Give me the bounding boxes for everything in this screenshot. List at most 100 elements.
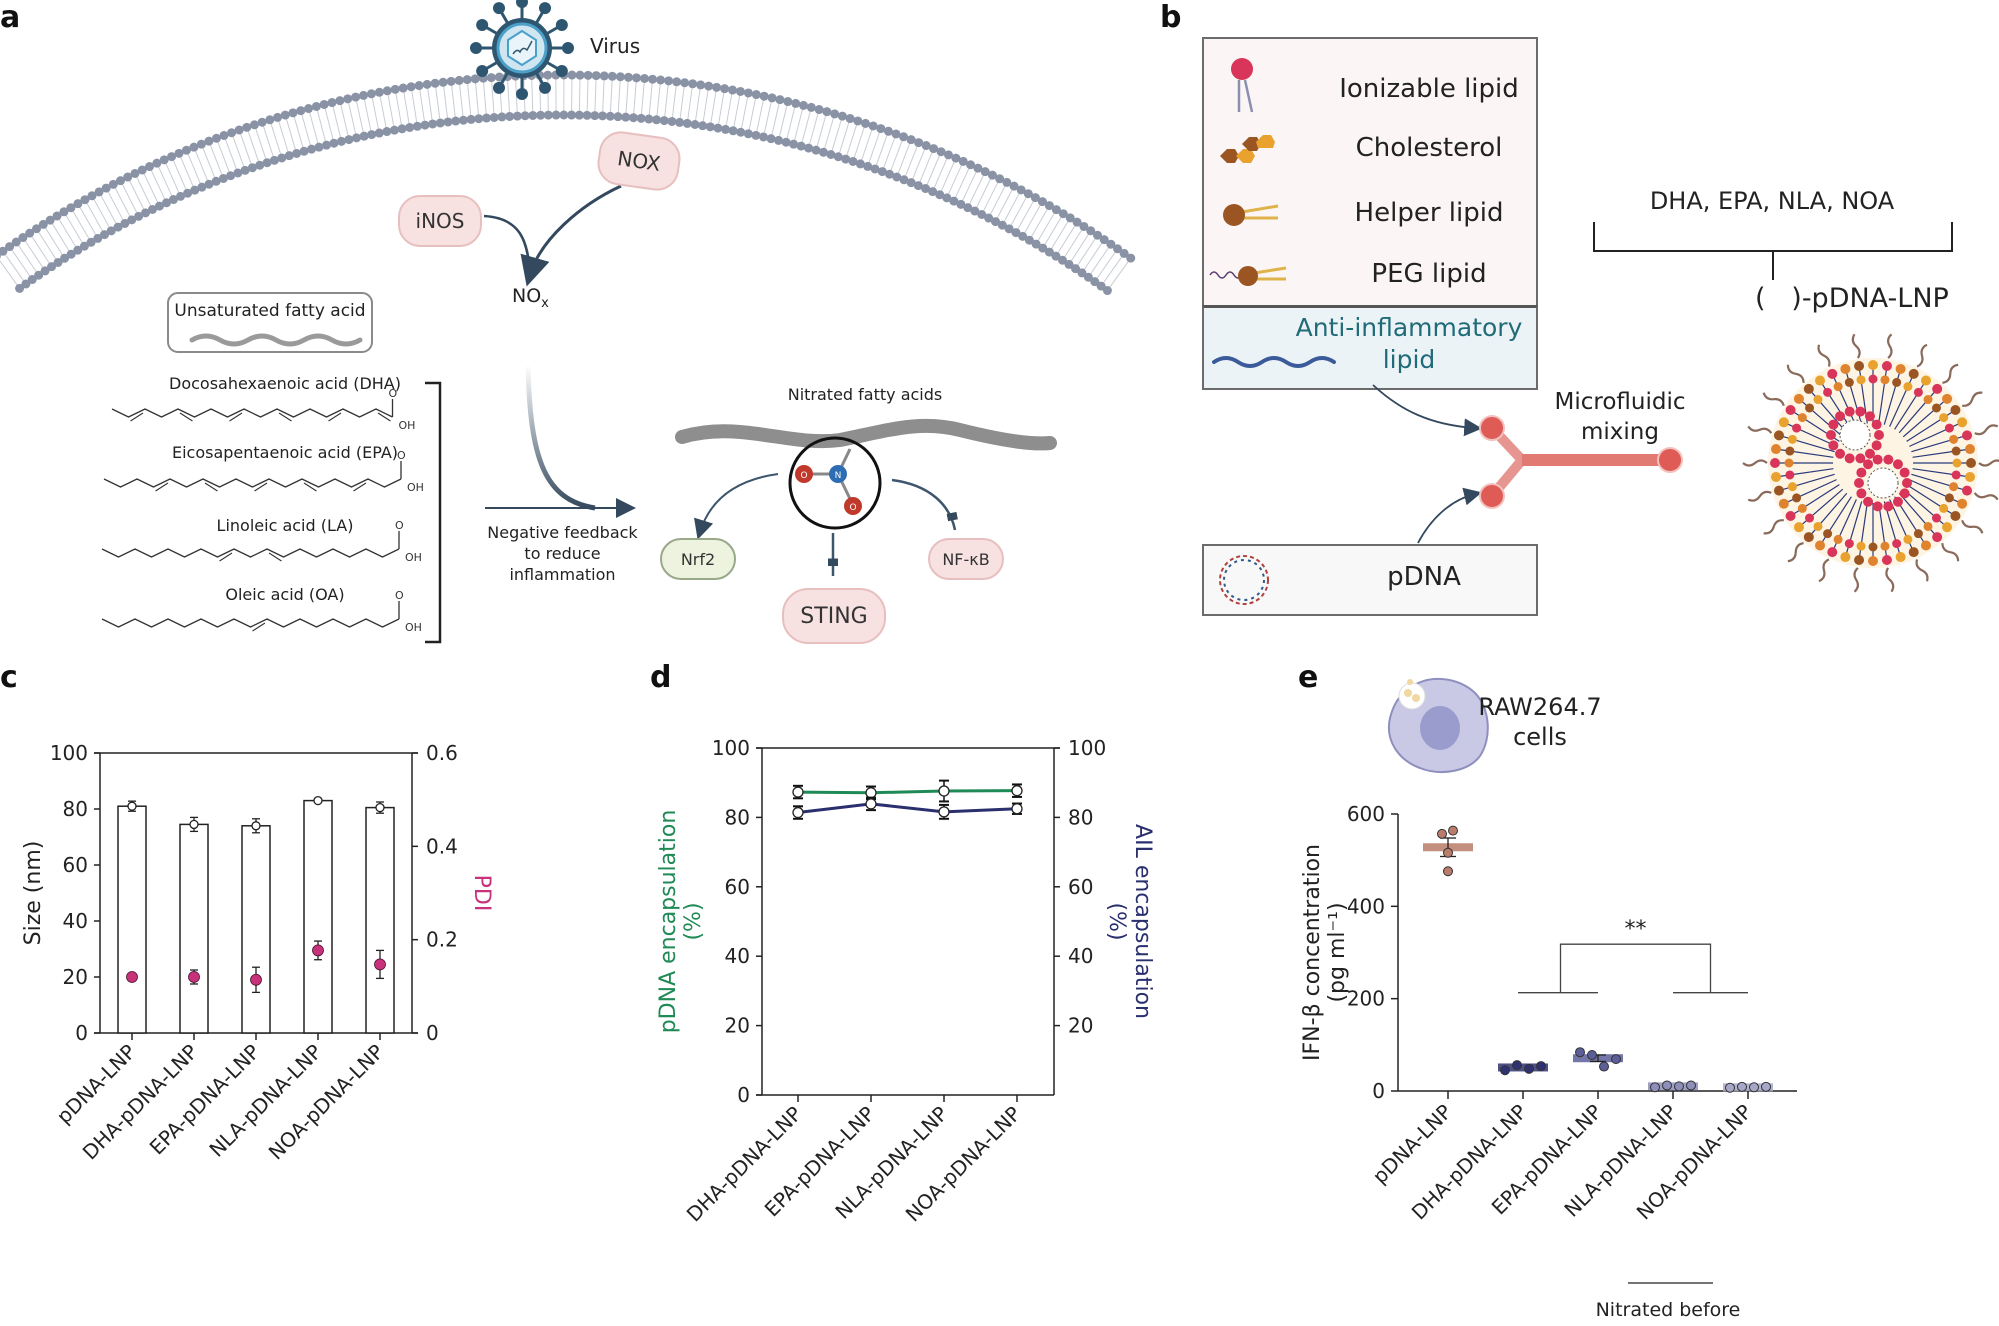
lipid-head [137, 165, 147, 175]
data-point [1443, 866, 1453, 877]
lipid-particle [1868, 360, 1878, 370]
y-right-tick-label: 100 [1068, 736, 1106, 760]
ail-encapsulation-point [1011, 803, 1023, 815]
lipid-head [598, 111, 608, 121]
lipid-particle [1944, 493, 1954, 503]
lipid-head [855, 159, 865, 169]
lipid-head [906, 178, 916, 188]
lipid-particle [1856, 541, 1866, 551]
lipid-head [845, 114, 855, 124]
data-point [1575, 1047, 1585, 1058]
lipid-head [106, 226, 116, 236]
ionizable-lipid-head [1899, 488, 1910, 499]
panel-label-e: e [1298, 660, 1319, 695]
data-point [1448, 825, 1458, 836]
lipid-head [204, 179, 214, 189]
panel-label-b: b [1160, 0, 1182, 35]
data-point [1674, 1081, 1684, 1092]
lipid-head [928, 187, 938, 197]
peg-chain [1978, 459, 1999, 467]
peg-chain [1941, 543, 1960, 562]
peg-chain [1747, 490, 1772, 502]
pdi-point [250, 973, 262, 986]
unsaturated-fatty-acid-label: Unsaturated fatty acid [174, 301, 366, 321]
lipid-particle [1778, 498, 1789, 509]
ionizable-lipid-head [1855, 406, 1866, 417]
nfkb-inhibition-line [891, 478, 955, 531]
lipid-head [1058, 209, 1068, 219]
anti-inflammatory-lipid-icon [1212, 356, 1336, 368]
lipid-particle [1923, 395, 1933, 405]
lipid-particle [1952, 458, 1962, 468]
lipid-particle [1844, 377, 1854, 387]
lipid-head [1092, 230, 1102, 240]
ionizable-lipid-head [1899, 467, 1910, 478]
lipid-head [234, 125, 244, 135]
lipid-particle [1895, 552, 1906, 563]
data-point [1599, 1061, 1609, 1072]
lipid-head [474, 114, 484, 124]
lipid-head [335, 96, 345, 106]
variants-bracket [1593, 222, 1953, 252]
lipid-head [991, 217, 1001, 227]
lipid-head [183, 188, 193, 198]
lipid-particle [1815, 375, 1826, 386]
lipid-head [494, 72, 504, 82]
lipid-head [698, 121, 708, 131]
lipid-head [767, 93, 777, 103]
lipid-head [1016, 185, 1026, 195]
lipid-head [841, 154, 851, 164]
nrf2-label: Nrf2 [680, 549, 716, 569]
double-bond [278, 412, 292, 422]
double-bond [254, 482, 268, 492]
lipid-particle [1797, 413, 1807, 423]
ionizable-lipid-head [1892, 459, 1903, 470]
feedback-line: inflammation [509, 565, 616, 584]
x-tick-label: EPA-pDNA-LNP [145, 1040, 265, 1160]
lipid-head [980, 167, 990, 177]
lipid-head [343, 94, 353, 104]
lipid-head [451, 116, 461, 126]
lipid-head [826, 149, 836, 159]
lipid-head [1044, 201, 1054, 211]
lipid-head [891, 129, 901, 139]
lipid-head [141, 208, 151, 218]
ionizable-lipid-head [1883, 501, 1894, 512]
lipid-head [152, 158, 162, 168]
atom-label: O [849, 503, 856, 513]
data-point [1749, 1082, 1759, 1093]
lipid-particle [1856, 375, 1866, 385]
anti-inflammatory-line: Anti-inflammatory [1295, 313, 1523, 342]
lipid-head [108, 179, 118, 189]
virus-spike [539, 81, 551, 94]
lipid-head [430, 78, 440, 88]
lipid-head [1071, 264, 1081, 274]
lipid-head [735, 86, 745, 96]
lipid-head [100, 230, 110, 240]
y-tick-label: 80 [725, 805, 750, 829]
nox-arrow [520, 184, 622, 287]
data-point [1524, 1063, 1534, 1074]
lipid-head [366, 89, 376, 99]
lipid-head [921, 184, 931, 194]
lipid-head [454, 75, 464, 85]
lipid-particle [1787, 434, 1797, 444]
pdna-encapsulation-line [797, 789, 1018, 795]
peg-chain [1853, 567, 1859, 593]
peg-chain [1915, 559, 1929, 582]
lipid-head [1090, 277, 1100, 287]
y-right-tick-label: 40 [1068, 944, 1093, 968]
lipid-head [640, 73, 650, 83]
data-point [1725, 1082, 1735, 1093]
lipid-head [853, 116, 863, 126]
lipid-head [196, 139, 206, 149]
lipid-head [1065, 213, 1075, 223]
lipid-head [211, 133, 221, 143]
lipid-head [147, 204, 157, 214]
lipid-head [943, 150, 953, 160]
data-point [1737, 1081, 1747, 1092]
y-tick-label: 20 [725, 1014, 750, 1038]
product-label: ( )-pDNA-LNP [1755, 283, 1949, 314]
size-bar [179, 823, 209, 1034]
